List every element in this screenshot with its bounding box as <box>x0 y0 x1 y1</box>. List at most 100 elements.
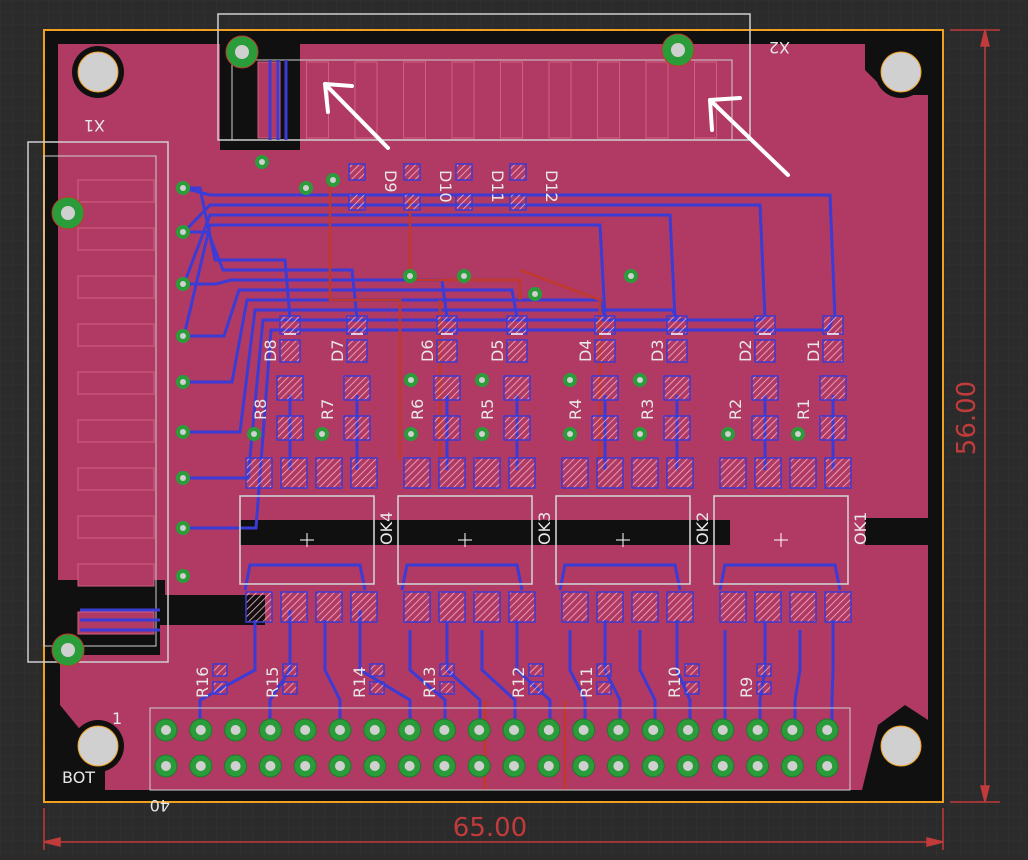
resistor-label: R14 <box>350 667 369 698</box>
resistor-pad <box>528 663 544 677</box>
resistor-pad <box>212 663 228 677</box>
diode-label: D5 <box>488 340 507 363</box>
header-pin-drill <box>335 761 345 771</box>
opto-pad <box>824 457 852 489</box>
header-pin-drill <box>161 725 171 735</box>
optocouplers <box>239 495 849 585</box>
header-pin-drill <box>439 725 450 735</box>
diode-label: D11 <box>488 170 507 203</box>
via-drill <box>567 431 573 437</box>
connector-x2-pad <box>403 61 426 139</box>
via-drill <box>637 377 643 383</box>
resistor-label: R10 <box>665 667 684 698</box>
via-drill <box>479 377 485 383</box>
gpio-header: 1 40 <box>112 707 851 815</box>
diode-pad <box>436 339 458 363</box>
resistor-pad <box>343 415 371 441</box>
via-drill <box>795 431 801 437</box>
opto-pad <box>473 591 501 623</box>
resistor-label: R2 <box>726 399 745 420</box>
optocoupler-origin <box>300 533 314 547</box>
header-pin-drill <box>752 761 763 771</box>
resistor-pad <box>663 415 691 441</box>
connector-x1-pad <box>77 323 155 347</box>
header-pin-drill <box>578 761 589 771</box>
resistor-pad <box>591 415 619 441</box>
header-trace <box>323 620 342 728</box>
diode-pad <box>436 315 458 335</box>
resistor-pad <box>756 663 772 677</box>
optocoupler-label: OK4 <box>377 512 396 545</box>
via-drill <box>532 291 538 297</box>
opto-pad <box>508 457 536 489</box>
resistor-pad <box>503 415 531 441</box>
via-drill <box>180 429 186 435</box>
resistor-pad <box>819 415 847 441</box>
arrow-2-head <box>708 96 742 132</box>
opto-pad <box>245 457 273 489</box>
header-pin-drill <box>509 761 519 771</box>
mounting-pad-drill <box>671 43 685 57</box>
bus-trace <box>182 213 677 319</box>
opto-pad <box>631 457 659 489</box>
connector-x2-pad <box>597 61 620 139</box>
dimension-height <box>950 29 1000 803</box>
diode-pad <box>348 163 366 181</box>
mounting-holes <box>72 46 927 772</box>
header-pin-drill <box>613 725 624 735</box>
resistor-pad <box>684 681 700 695</box>
mounting-pad-drill <box>61 206 75 220</box>
connector-x1-pad <box>77 227 155 251</box>
diode-pad <box>822 339 844 363</box>
via-drill <box>628 273 634 279</box>
opto-pad <box>596 457 624 489</box>
layer-label: BOT <box>62 768 95 787</box>
header-pin-drill <box>717 725 728 735</box>
connector-x2-pad <box>548 61 572 139</box>
diode-label: D12 <box>542 170 561 203</box>
opto-pad <box>350 457 378 489</box>
optocoupler-label: OK3 <box>535 512 554 545</box>
via-drill <box>180 525 186 531</box>
via-drill <box>259 159 265 165</box>
resistor-label: R3 <box>638 399 657 420</box>
connector-x1-pad <box>77 515 155 539</box>
opto-pad <box>245 591 273 623</box>
resistor-pad <box>276 375 304 401</box>
header-trace <box>603 620 622 728</box>
channel-trace <box>184 298 607 384</box>
opto-pad <box>666 591 694 623</box>
header-pin-drill <box>752 725 763 735</box>
header-pin-drill <box>509 725 519 735</box>
opto-pad <box>438 591 466 623</box>
header-pin-drill <box>822 761 833 771</box>
header-trace <box>445 620 482 728</box>
diode-label: D9 <box>381 170 400 193</box>
diode-pad <box>754 339 776 363</box>
connector-x2-pad <box>500 61 523 139</box>
resistor-pad <box>276 415 304 441</box>
opto-trace <box>718 563 842 591</box>
arrow-1-head <box>323 82 354 114</box>
diode-pad <box>279 339 301 363</box>
header-pin1-label: 1 <box>112 709 122 728</box>
connector-x2-label: X2 <box>769 38 790 57</box>
header-trace <box>638 630 657 728</box>
header-pin40-label: 40 <box>150 796 170 815</box>
diode-pad <box>506 339 528 363</box>
header-trace <box>568 630 587 728</box>
via-drill <box>408 377 414 383</box>
opto-pad <box>719 457 747 489</box>
annotation-arrows <box>323 82 790 177</box>
optocoupler-origin <box>774 533 788 547</box>
header-pin-drill <box>474 725 485 735</box>
header-pin-drill <box>300 761 311 771</box>
opto-trace <box>243 563 367 591</box>
diode-label: D8 <box>261 340 280 363</box>
bus-trace <box>182 203 767 319</box>
diode-pad <box>822 315 844 335</box>
via-drill <box>319 431 325 437</box>
header-pin-drill <box>474 761 485 771</box>
channel-trace <box>184 230 359 319</box>
